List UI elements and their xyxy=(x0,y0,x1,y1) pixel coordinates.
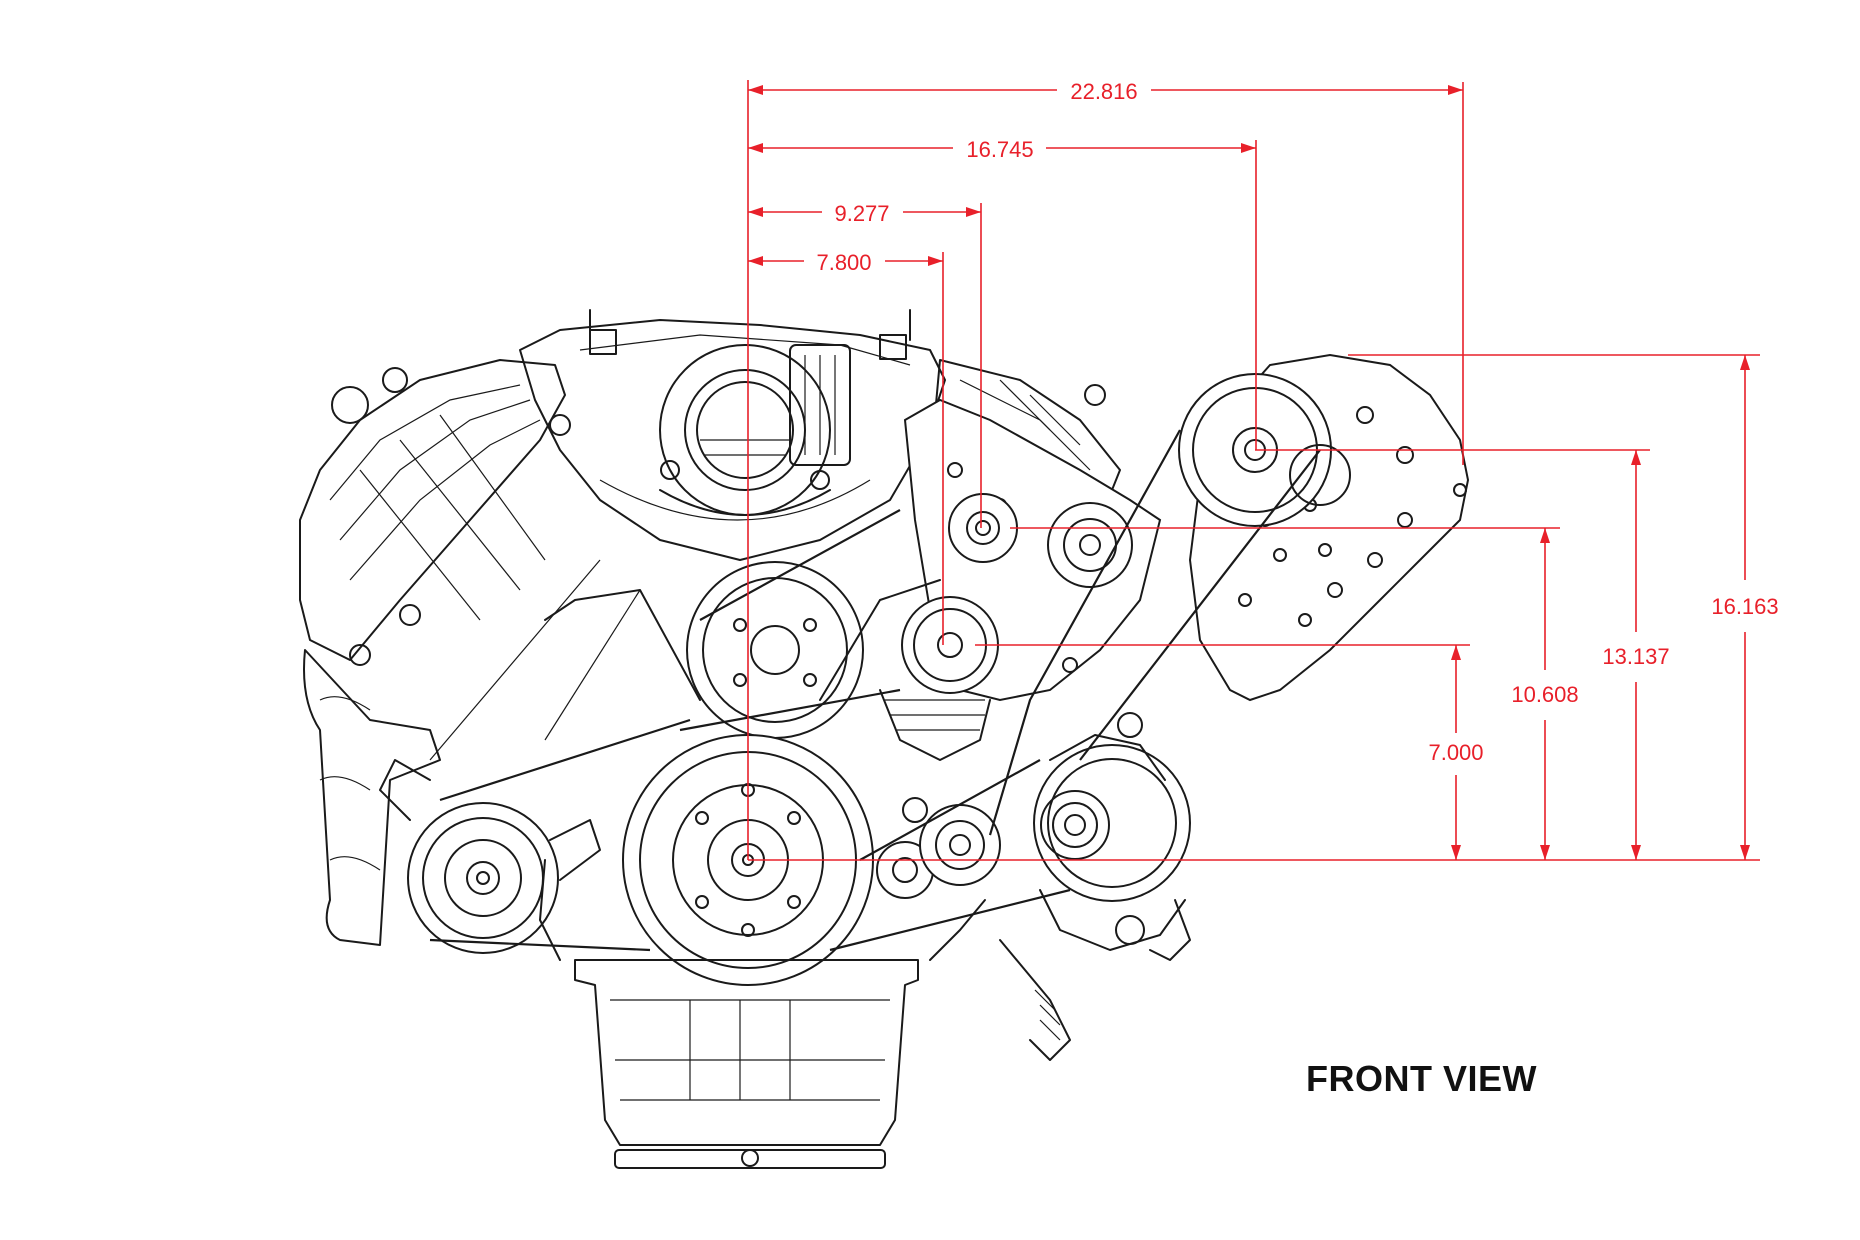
tensioner-idler-pulley xyxy=(879,596,999,761)
dim-label-7-800: 7.800 xyxy=(816,250,871,275)
lower-idler-pulley xyxy=(876,797,1001,899)
dimension-lines: 22.816 16.745 9.277 7.800 xyxy=(747,79,1779,861)
view-title: FRONT VIEW xyxy=(1306,1058,1537,1099)
left-exhaust-manifold xyxy=(303,649,441,946)
dim-h-9-277: 9.277 xyxy=(748,201,981,226)
intake-plenum xyxy=(519,309,946,561)
dim-v-16-163: 16.163 xyxy=(1711,355,1779,860)
serpentine-belt xyxy=(429,429,1321,952)
dim-h-16-745: 16.745 xyxy=(748,137,1256,162)
dim-v-10-608: 10.608 xyxy=(1511,528,1579,860)
oil-pan xyxy=(574,959,919,1169)
water-pump-pulley xyxy=(686,561,864,739)
dim-label-9-277: 9.277 xyxy=(834,201,889,226)
dim-label-13-137: 13.137 xyxy=(1602,644,1669,669)
dim-v-7-000: 7.000 xyxy=(1428,645,1484,860)
dim-label-22-816: 22.816 xyxy=(1070,79,1137,104)
upper-idler-pulley xyxy=(948,493,1018,563)
dim-h-7-800: 7.800 xyxy=(748,250,943,275)
left-valve-cover xyxy=(299,359,571,666)
dim-v-13-137: 13.137 xyxy=(1602,450,1670,860)
throttle-body xyxy=(659,344,851,516)
dim-label-10-608: 10.608 xyxy=(1511,682,1578,707)
alternator xyxy=(999,712,1191,1061)
bracket-idler-pulley xyxy=(1047,502,1133,588)
dim-label-16-745: 16.745 xyxy=(966,137,1033,162)
dim-label-16-163: 16.163 xyxy=(1711,594,1778,619)
dim-h-22-816: 22.816 xyxy=(748,79,1463,104)
dim-label-7-000: 7.000 xyxy=(1428,740,1483,765)
ac-compressor xyxy=(379,759,601,954)
engine-line-art xyxy=(299,309,1470,1169)
